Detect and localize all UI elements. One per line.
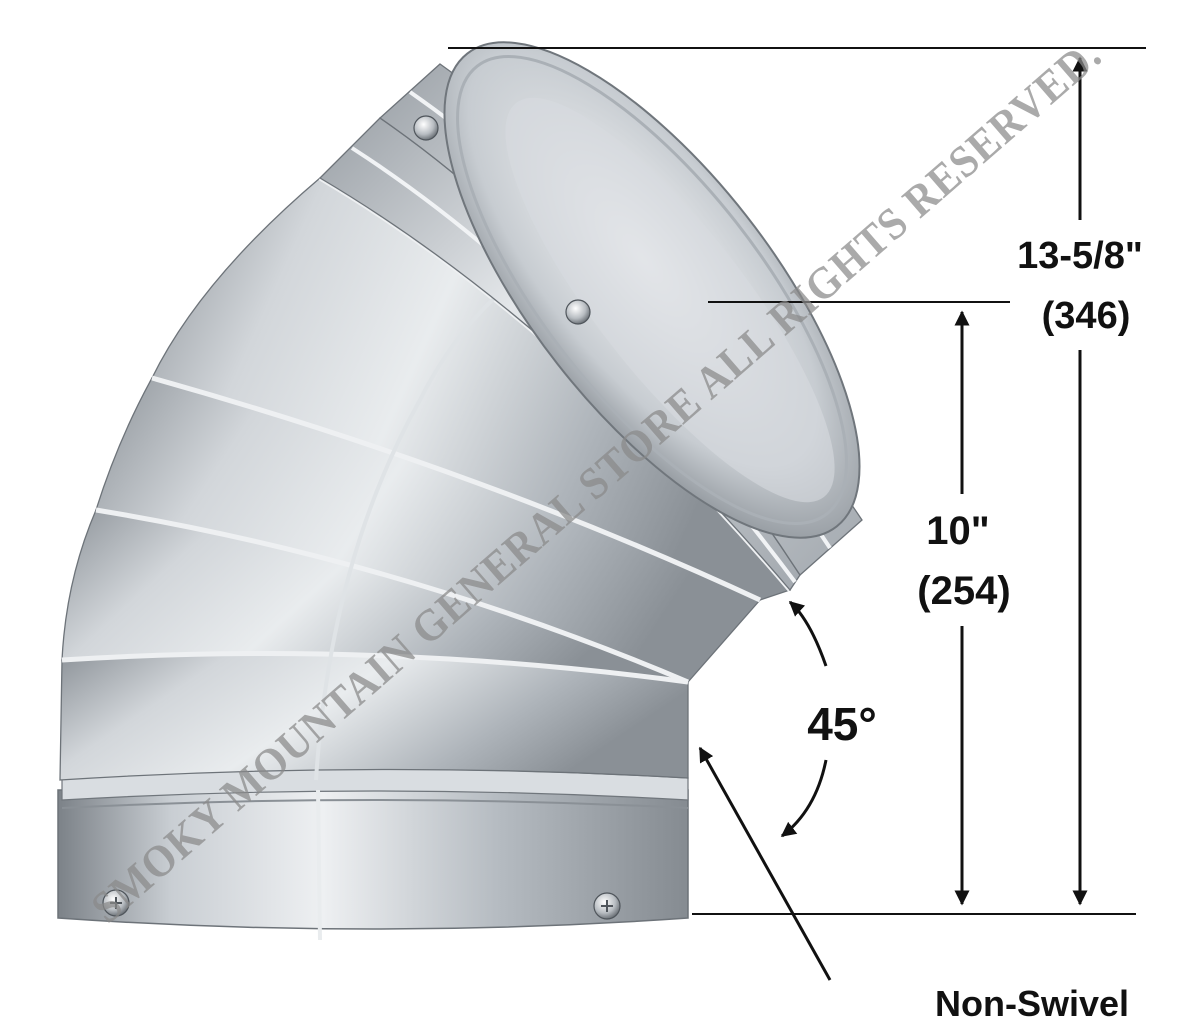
non-swivel-label: Non-Swivel <box>935 983 1129 1024</box>
body-height-metric: (254) <box>917 569 1010 613</box>
dimension-lines <box>448 47 1146 981</box>
overall-height-imperial: 13-5/8" <box>1017 235 1143 277</box>
angle-arc-upper <box>788 600 828 667</box>
body-height-imperial: 10" <box>926 509 989 553</box>
angle-label: 45° <box>807 698 877 750</box>
dimension-labels: 13-5/8" (346) 10" (254) 45° Non-Swivel <box>807 235 1143 1024</box>
overall-height-metric: (346) <box>1042 295 1131 337</box>
bottom-collar <box>57 789 689 930</box>
non-swivel-leader <box>698 746 832 981</box>
screw-icon <box>565 299 591 325</box>
elbow-pipe-illustration <box>57 41 863 941</box>
screw-icon <box>413 115 439 141</box>
angle-arc-lower <box>780 759 828 838</box>
